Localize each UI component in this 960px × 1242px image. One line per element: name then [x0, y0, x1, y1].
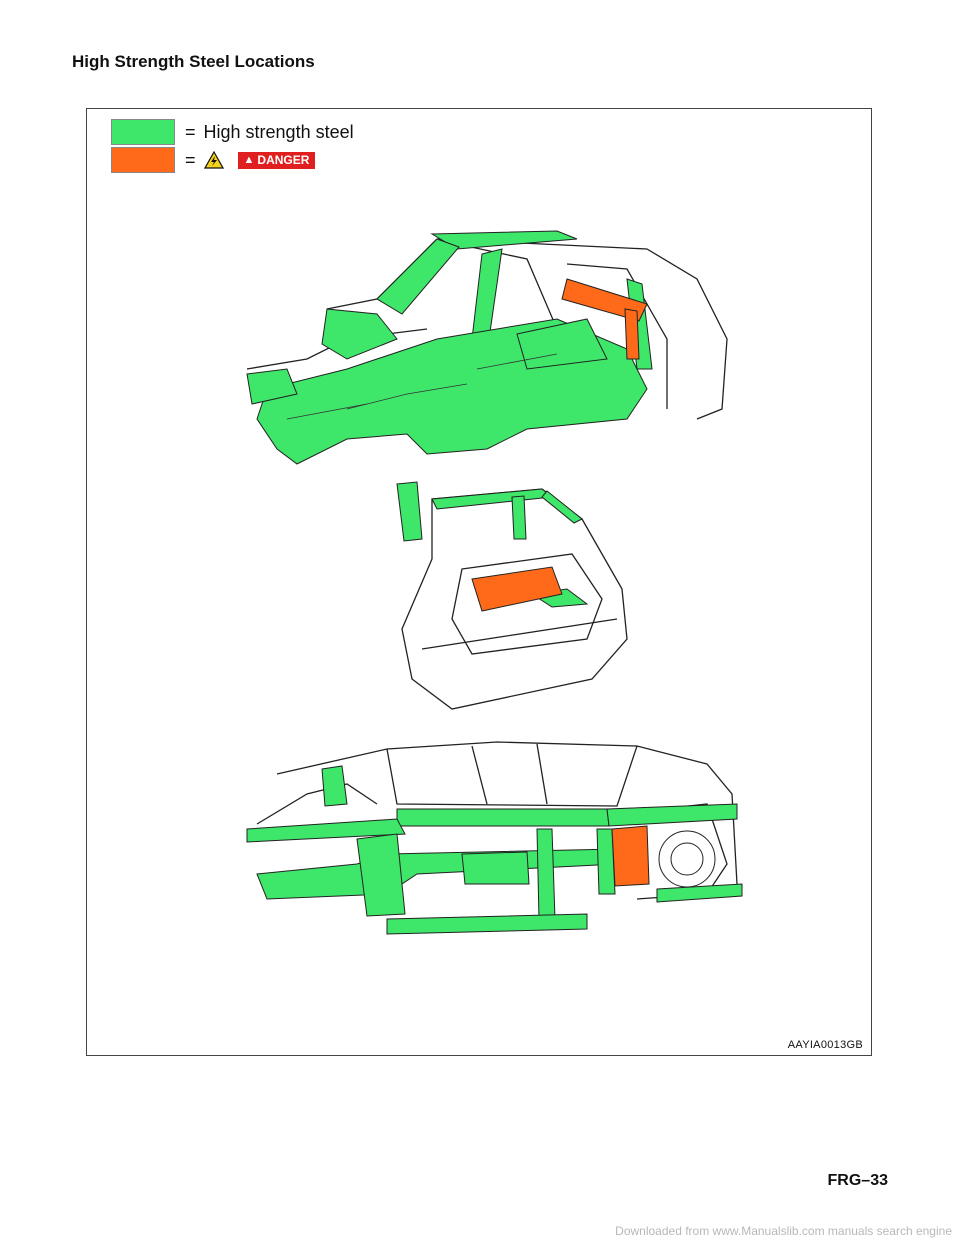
danger-badge: ▲ DANGER	[237, 151, 316, 169]
warning-triangle-icon: ▲	[243, 154, 255, 166]
page-number: FRG–33	[827, 1172, 888, 1189]
figure-frame: = High strength steel = ▲ DANGER	[86, 108, 872, 1056]
body-rear-trunk-illustration	[396, 481, 628, 710]
watermark: Downloaded from www.Manualslib.com manua…	[615, 1224, 952, 1238]
legend-equals: =	[185, 149, 196, 170]
body-front-three-quarter-illustration	[246, 230, 728, 465]
legend-row-danger: = ▲ DANGER	[111, 147, 316, 173]
high-voltage-warning-icon	[203, 151, 224, 169]
danger-badge-label: DANGER	[257, 153, 310, 167]
legend-swatch-green	[111, 119, 175, 145]
legend-swatch-orange	[111, 147, 175, 173]
legend-label: High strength steel	[203, 121, 354, 142]
body-side-underbody-illustration	[246, 741, 743, 935]
legend-row-high-strength-steel: = High strength steel	[111, 119, 354, 145]
legend-equals: =	[185, 121, 196, 142]
figure-code: AAYIA0013GB	[787, 1039, 863, 1051]
page-title: High Strength Steel Locations	[72, 52, 315, 71]
